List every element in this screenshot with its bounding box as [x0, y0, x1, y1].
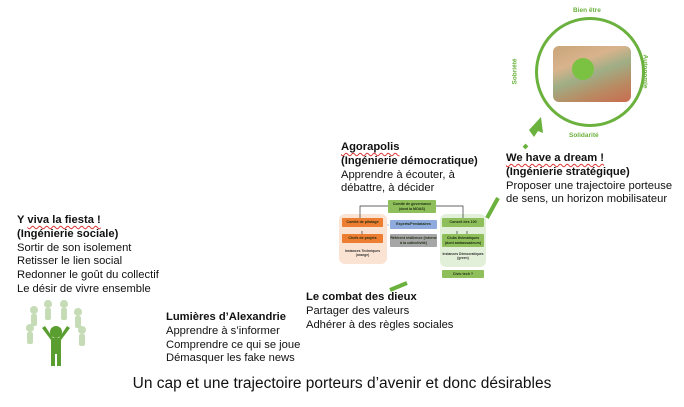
step-title: Agorapolis	[341, 141, 400, 153]
clubs-box: Clubs thématiques (dont ambassadeurs)	[442, 234, 484, 247]
step-title: We have a dream !	[506, 152, 605, 164]
step-title: Y viva la fiesta !	[17, 214, 101, 226]
step-line: Le désir de vivre ensemble	[17, 282, 151, 295]
democratiques-label: Instances Démocratiques (green)	[442, 252, 484, 260]
step-dream: We have a dream ! (Ingénierie stratégiqu…	[506, 152, 672, 207]
step-agorapolis: Agorapolis (Ingénierie démocratique) App…	[341, 141, 478, 196]
techniques-label: Instances Techniques (orange)	[344, 249, 381, 257]
step-line: Proposer une trajectoire porteuse	[506, 179, 673, 192]
step-line: Apprendre à écouter, à	[341, 168, 455, 181]
step-fiesta: Y viva la fiesta ! (Ingénierie sociale) …	[17, 214, 159, 297]
step-line: Retisser le lien social	[17, 255, 123, 268]
step-line: Démasquer les fake news	[166, 352, 295, 365]
step-subtitle: (Ingénierie stratégique)	[506, 165, 630, 178]
step-line: Sortir de son isolement	[17, 241, 132, 254]
step-lumieres: Lumières d’Alexandrie Apprendre à s’info…	[166, 311, 300, 366]
sun-icon	[572, 58, 594, 80]
projects-box: Chefs de projets	[342, 234, 383, 243]
step-subtitle: (Ingénierie sociale)	[17, 227, 119, 240]
step-line: Redonner le goût du collectif	[17, 269, 159, 282]
step-title: Le combat des dieux	[306, 291, 417, 303]
step-line: Comprendre ce qui se joue	[166, 338, 301, 351]
governance-box: Comité de governance (dont la MOAS)	[388, 200, 436, 213]
step-line: Apprendre à s’informer	[166, 324, 280, 337]
experts-box: Experts/Prestataires	[390, 220, 437, 229]
pilotage-box: Comité de pilotage	[342, 218, 383, 227]
label-bien-etre: Bien être	[573, 7, 601, 14]
arrow-head-icon	[529, 117, 543, 137]
step-line: Adhérer à des règles sociales	[306, 318, 454, 331]
trajectory-dash	[522, 143, 529, 150]
label-solidarite: Solidarité	[569, 132, 599, 139]
conseil-box: Conseil des 100	[442, 218, 484, 227]
footer-caption: Un cap et une trajectoire porteurs d’ave…	[132, 375, 552, 392]
referent-box: Référent résilience (interne à la collec…	[390, 234, 437, 247]
trajectory-dash	[389, 281, 408, 292]
step-line: débattre, à décider	[341, 182, 435, 195]
fiesta-title: viva la fiesta !	[27, 214, 101, 226]
people-circle-icon	[26, 300, 86, 366]
step-line: Partager des valeurs	[306, 304, 410, 317]
step-subtitle: (Ingénierie démocratique)	[341, 154, 478, 167]
trajectory-dash	[485, 197, 500, 219]
step-combat: Le combat des dieux Partager des valeurs…	[306, 291, 453, 332]
civic-tech-box: Civic tech ?	[442, 270, 484, 278]
step-title: Lumières d’Alexandrie	[166, 311, 286, 323]
vision-circle	[535, 17, 645, 127]
step-line: de sens, un horizon mobilisateur	[506, 193, 668, 206]
